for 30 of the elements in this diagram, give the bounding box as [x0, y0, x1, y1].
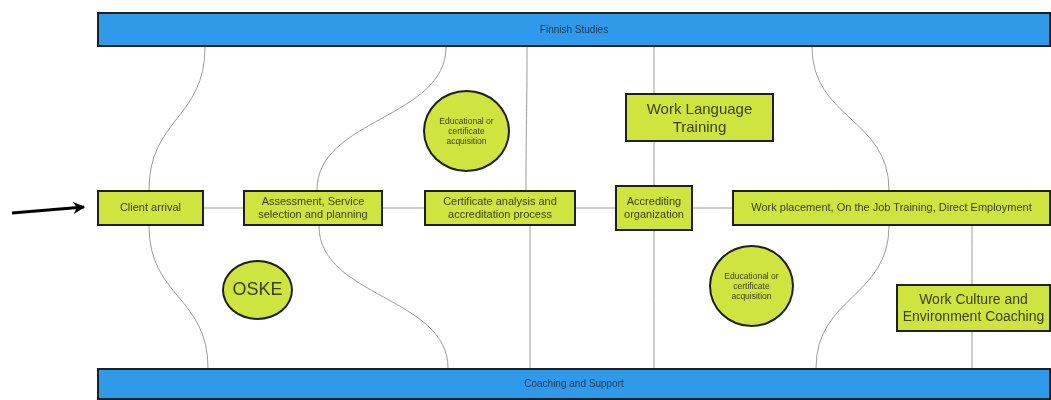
connector-line — [653, 46, 655, 94]
process-box: Certificate analysis and accreditation process — [424, 190, 576, 226]
process-box: Assessment, Service selection and planning — [243, 190, 383, 226]
process-box: Work Culture and Environment Coaching — [896, 284, 1051, 332]
connector-line — [148, 225, 209, 369]
connector-line — [811, 46, 890, 191]
connector-line — [382, 207, 425, 209]
connector-line — [575, 207, 616, 209]
connector-line — [971, 331, 973, 369]
activity-circle: Educational or certificate acquisition — [423, 90, 510, 172]
connector-line — [318, 225, 449, 369]
connector-line — [692, 207, 733, 209]
activity-circle: Educational or certificate acquisition — [709, 245, 794, 327]
process-box: Client arrival — [97, 190, 204, 226]
connector-line — [653, 230, 655, 369]
lane-bar: Coaching and Support — [97, 368, 1051, 400]
process-box: Work Language Training — [625, 93, 774, 142]
arrow — [11, 201, 86, 215]
activity-circle: OSKE — [222, 260, 293, 320]
connector-line — [203, 207, 244, 209]
connector-line — [316, 46, 447, 191]
connector-line — [525, 46, 528, 191]
process-box: Accrediting organization — [615, 185, 693, 231]
connector-line — [148, 46, 206, 191]
connector-line — [815, 225, 890, 369]
lane-bar: Finnish Studies — [97, 12, 1051, 47]
process-box: Work placement, On the Job Training, Direct Employment — [732, 190, 1051, 226]
connector-line — [653, 141, 655, 186]
connector-line — [529, 225, 531, 369]
connector-line — [971, 225, 973, 285]
